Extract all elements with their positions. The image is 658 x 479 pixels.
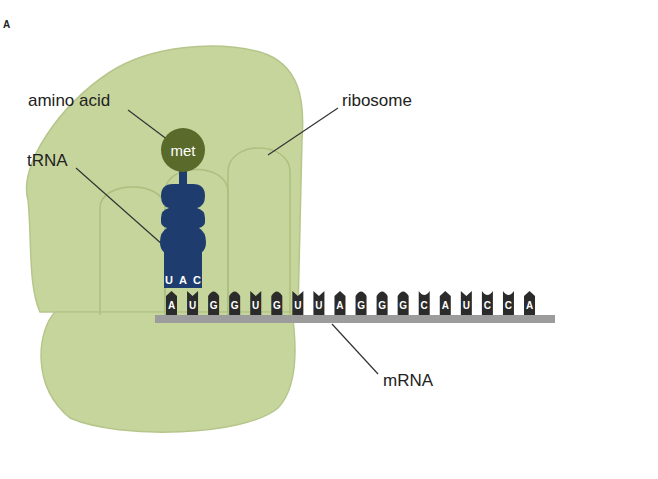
part-label: A bbox=[3, 20, 10, 30]
base-letter: G bbox=[355, 301, 367, 311]
base-tab bbox=[440, 291, 451, 315]
base-tab bbox=[377, 292, 388, 316]
trna-stem bbox=[179, 170, 187, 185]
trna-molecule: UAC bbox=[159, 182, 207, 288]
base-tab bbox=[208, 292, 219, 316]
base-tab bbox=[398, 292, 409, 316]
base-letter: U bbox=[250, 301, 262, 311]
anticodon-letter: C bbox=[191, 275, 203, 286]
base-tab bbox=[503, 291, 514, 315]
base-letter: U bbox=[292, 301, 304, 311]
ribosome-small-subunit bbox=[41, 312, 295, 432]
base-letter: C bbox=[481, 301, 493, 311]
base-tab bbox=[271, 292, 282, 316]
base-letter: A bbox=[439, 301, 451, 311]
leader-line bbox=[128, 110, 168, 140]
part-label: ribosome bbox=[342, 92, 412, 109]
ribosome-site-a bbox=[228, 148, 290, 315]
base-tab bbox=[229, 292, 240, 316]
trna-shape bbox=[159, 182, 207, 288]
base-tab bbox=[250, 291, 261, 315]
part-label: tRNA bbox=[27, 152, 68, 169]
base-letter: U bbox=[460, 301, 472, 311]
base-tab bbox=[524, 291, 535, 315]
anticodon-letter: U bbox=[163, 275, 175, 286]
amino-acid-circle: met bbox=[161, 128, 205, 172]
base-tab bbox=[356, 292, 367, 316]
base-tab bbox=[292, 291, 303, 315]
amino-acid-name: met bbox=[170, 143, 195, 158]
leader-line bbox=[332, 324, 378, 374]
mrna-strand bbox=[155, 315, 555, 323]
base-letter: G bbox=[208, 301, 220, 311]
base-letter: G bbox=[271, 301, 283, 311]
trna-body bbox=[160, 184, 206, 254]
base-tab bbox=[187, 291, 198, 315]
base-tab bbox=[166, 291, 177, 315]
base-tab bbox=[313, 291, 324, 315]
base-letter: A bbox=[166, 301, 178, 311]
leader-line bbox=[268, 108, 338, 155]
base-letter: G bbox=[397, 301, 409, 311]
base-letter: U bbox=[313, 301, 325, 311]
leader-line bbox=[76, 168, 163, 245]
base-tab bbox=[419, 291, 430, 315]
base-letter: U bbox=[187, 301, 199, 311]
mrna-bases bbox=[166, 291, 535, 315]
leader-lines bbox=[76, 108, 378, 374]
ribosome-large-subunit bbox=[27, 46, 303, 312]
part-label: mRNA bbox=[383, 372, 433, 389]
trna-anticodon-stem bbox=[164, 248, 202, 288]
base-tab bbox=[461, 291, 472, 315]
ribosome-site-e bbox=[100, 187, 165, 315]
base-letter: C bbox=[418, 301, 430, 311]
base-tab bbox=[334, 291, 345, 315]
base-letter: G bbox=[229, 301, 241, 311]
base-letter: G bbox=[376, 301, 388, 311]
anticodon-letter: A bbox=[177, 275, 189, 286]
base-letter: A bbox=[334, 301, 346, 311]
base-letter: A bbox=[524, 301, 536, 311]
part-label: amino acid bbox=[28, 92, 110, 109]
base-tab bbox=[482, 291, 493, 315]
base-letter: C bbox=[502, 301, 514, 311]
